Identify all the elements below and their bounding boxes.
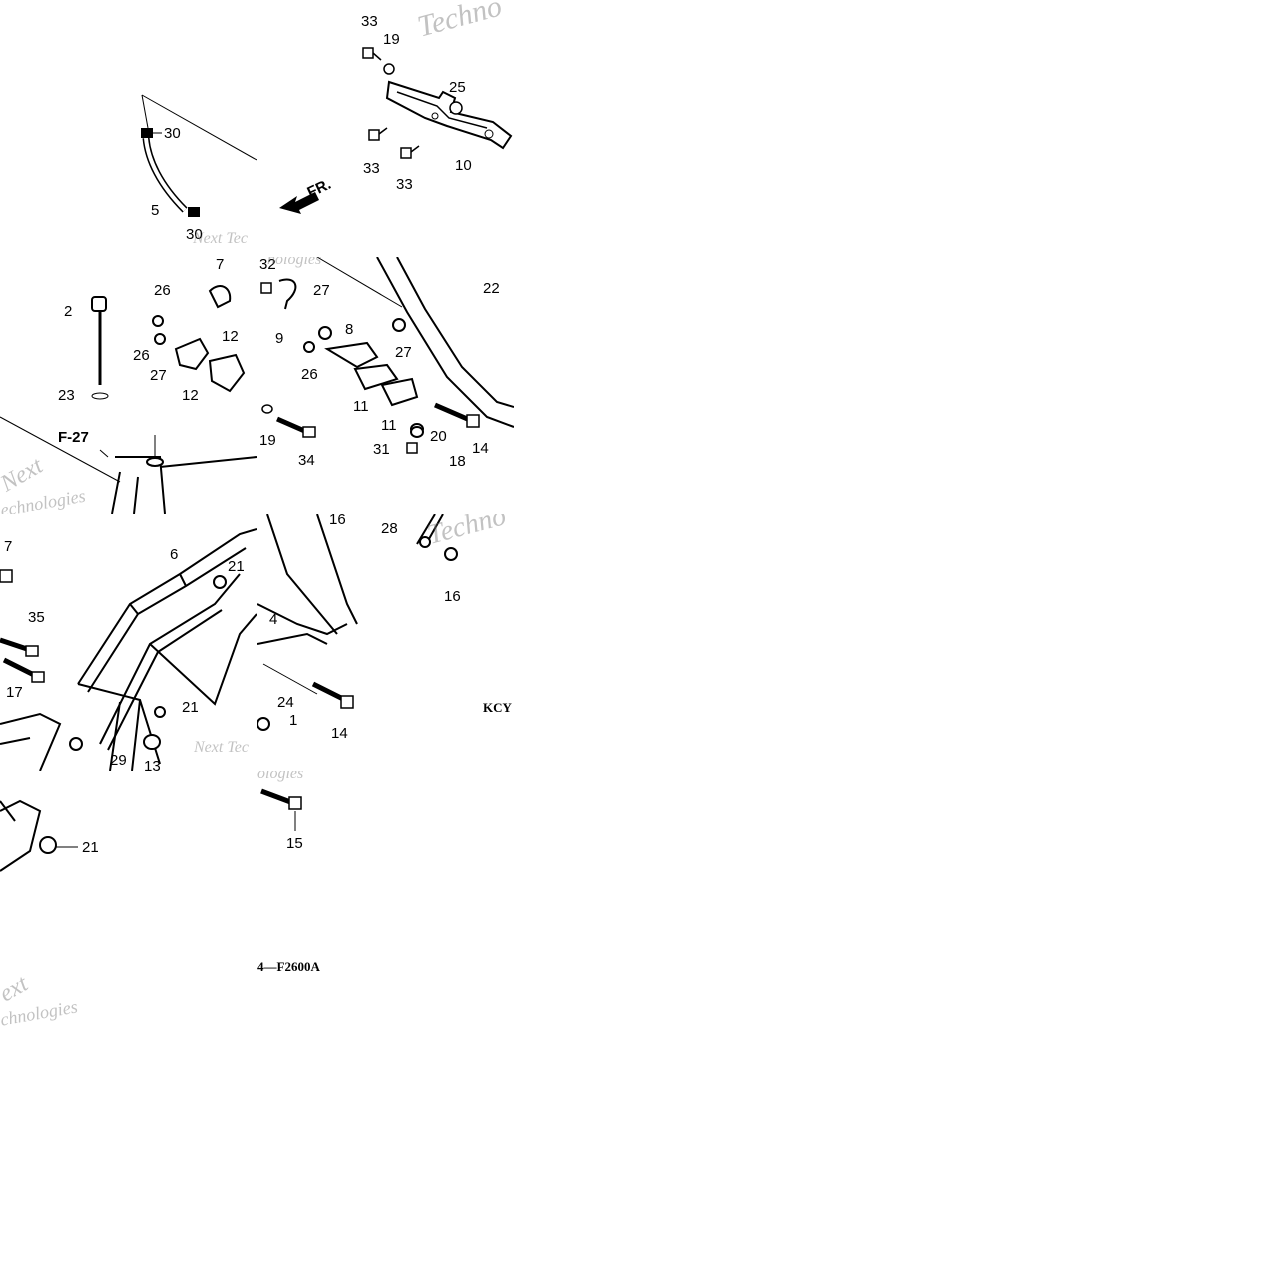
callout-6: 6 (170, 546, 179, 563)
watermark-text: nologies (267, 257, 322, 268)
lower-bolt-drawing (260, 788, 302, 831)
callout-27-a: 27 (150, 367, 167, 384)
callout-19-b: 19 (259, 432, 276, 449)
callout-21-a: 21 (228, 558, 245, 575)
watermark-text: Next Tec (194, 739, 249, 756)
callout-24: 24 (277, 694, 294, 711)
callout-22: 22 (483, 280, 500, 297)
callout-18: 18 (449, 453, 466, 470)
diagram-tile-guard: 33 19 25 33 33 10 FR. Techno (257, 0, 514, 257)
diagram-tile-lower-center: 15 4—F2600A ologies (257, 771, 514, 1028)
callout-23: 23 (58, 387, 75, 404)
callout-30-bottom: 30 (186, 226, 203, 243)
callout-7: 7 (216, 257, 225, 273)
callout-13: 13 (144, 758, 161, 771)
callout-34: 34 (298, 452, 315, 469)
callout-17: 17 (6, 684, 23, 701)
callout-19: 19 (383, 31, 400, 48)
forward-arrow-icon (279, 192, 319, 214)
callout-25: 25 (449, 79, 466, 96)
callout-26-a: 26 (154, 282, 171, 299)
callout-7-b: 7 (4, 538, 13, 555)
callout-11-b: 11 (381, 417, 397, 434)
callout-33-a: 33 (361, 13, 378, 30)
model-code-partial: KCY (483, 700, 512, 715)
callout-20: 20 (430, 428, 447, 445)
diagram-tile-main-frame: 7 6 21 35 17 21 29 13 Next Tec (0, 514, 257, 771)
callout-16-b: 16 (444, 588, 461, 605)
callout-30-top: 30 (164, 125, 181, 142)
callout-14-a: 14 (472, 440, 489, 457)
callout-21-b: 21 (182, 699, 199, 716)
lower-frame-drawing (0, 799, 78, 872)
guard-drawing (279, 47, 513, 214)
bracket-drawing (260, 257, 514, 454)
callout-12-a: 12 (222, 328, 239, 345)
callout-33-c: 33 (396, 176, 413, 193)
callout-2: 2 (64, 303, 73, 320)
fuel-tube-drawing (141, 94, 257, 217)
diagram-tile-rear-frame: 16 28 16 4 24 1 14 KCY Techno (257, 514, 514, 771)
callout-29: 29 (110, 752, 127, 769)
callout-33-b: 33 (363, 160, 380, 177)
dipstick-drawing (0, 285, 257, 514)
watermark-text: Next Tec (193, 230, 248, 247)
callout-35: 35 (28, 609, 45, 626)
callout-14-b: 14 (331, 725, 348, 742)
callout-27-c: 27 (395, 344, 412, 361)
diagram-tile-lower-left: 21 ext chnologies (0, 771, 257, 1028)
callout-32: 32 (259, 257, 276, 273)
callout-26-b: 26 (133, 347, 150, 364)
callout-11-a: 11 (353, 398, 369, 415)
rear-frame-drawing (257, 514, 458, 731)
callout-12-b: 12 (182, 387, 199, 404)
callout-10: 10 (455, 157, 472, 174)
callout-8: 8 (345, 321, 354, 338)
diagram-tile-brackets: 32 22 27 8 9 27 26 11 11 19 34 20 31 18 … (257, 257, 514, 514)
main-frame-drawing (0, 528, 257, 771)
diagram-tile-dipstick: 2 26 7 26 27 12 12 23 F-27 Next echnolog… (0, 257, 257, 514)
drawing-code: 4—F2600A (257, 959, 320, 974)
callout-26-c: 26 (301, 366, 318, 383)
callout-28: 28 (381, 520, 398, 537)
callout-31: 31 (373, 441, 390, 458)
callout-1: 1 (289, 712, 298, 729)
watermark-text: ologies (257, 771, 304, 782)
callout-27-b: 27 (313, 282, 330, 299)
diagram-tile-fuel-tube: 30 5 30 Next Tec (0, 0, 257, 257)
callout-16-a: 16 (329, 514, 346, 528)
cross-reference-label: F-27 (58, 429, 89, 446)
callout-15: 15 (286, 835, 303, 852)
callout-4: 4 (269, 611, 278, 628)
callout-5: 5 (151, 202, 160, 219)
callout-9: 9 (275, 330, 284, 347)
callout-21-c: 21 (82, 839, 99, 856)
